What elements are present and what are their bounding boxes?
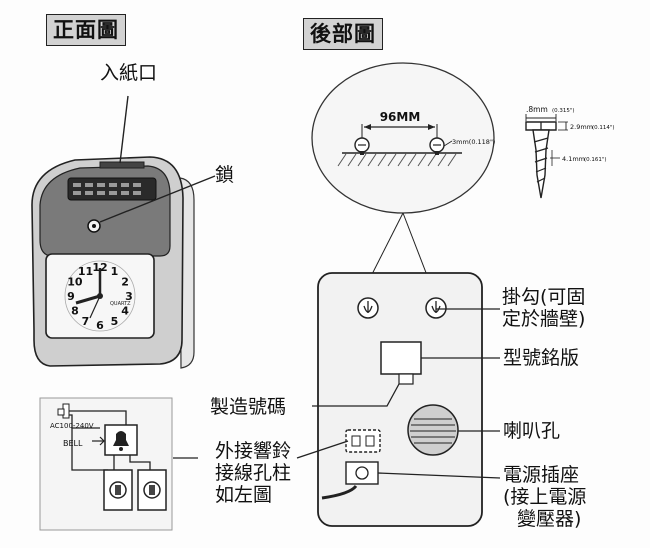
- screw-shank-inch: (0.161"): [584, 157, 607, 163]
- screw-head-inch: (0.315"): [552, 108, 575, 114]
- dial-brand: QUARTZ: [110, 301, 131, 307]
- dial-number: 9: [67, 290, 75, 303]
- dial-number: 6: [96, 319, 104, 332]
- screw-gap-dimension: 3mm(0.118"): [452, 138, 495, 146]
- bell-terminal: [345, 429, 381, 453]
- screw-shank-dim: 4.1mm: [562, 155, 585, 163]
- screw-detail: .8mm (0.315") 2.9mm (0.114") 4.1mm (0.16…: [525, 105, 615, 199]
- dial-number: 12: [92, 261, 107, 274]
- hook-label: 掛勾(可固 定於牆壁): [502, 286, 586, 330]
- screw-neck-dim: 2.9mm: [570, 123, 593, 131]
- spacing-dimension: 96MM: [380, 110, 421, 124]
- hook-detail: 96MM 3mm(0.118"): [311, 62, 495, 214]
- dial-number: 5: [111, 315, 119, 328]
- wiring-bell-label: BELL: [63, 439, 83, 448]
- dial-number: 7: [82, 315, 90, 328]
- rear-view-heading: 後部圖: [303, 18, 383, 50]
- dial-number: 11: [78, 265, 93, 278]
- model-nameplate: [380, 341, 422, 375]
- dial-number: 1: [111, 265, 119, 278]
- screw-neck-inch: (0.114"): [592, 125, 615, 131]
- front-view-heading: 正面圖: [46, 14, 126, 46]
- dial-number: 10: [67, 276, 83, 289]
- dial-number: 3: [125, 290, 133, 303]
- dial-number: 8: [71, 305, 79, 318]
- time-clock-rear: [317, 272, 483, 527]
- bell-terminal-label: 外接響鈴 接線孔柱 如左圖: [215, 440, 292, 506]
- nameplate-label: 型號銘版: [503, 347, 580, 369]
- speaker-label: 喇叭孔: [503, 420, 561, 442]
- dial-number: 4: [121, 305, 129, 318]
- speaker-grille: [407, 404, 459, 456]
- power-socket-label: 電源插座 (接上電源 變壓器): [503, 464, 587, 530]
- wiring-supply-label: AC100-240V: [50, 422, 94, 430]
- serial-label: 製造號碼: [210, 396, 287, 418]
- screw-head-dim: .8mm: [526, 105, 548, 114]
- lock-label: 鎖: [215, 164, 235, 186]
- hour-hand: [75, 294, 101, 305]
- dial-number: 2: [121, 276, 129, 289]
- paper-slot-label: 入紙口: [100, 62, 158, 84]
- wiring-diagram: AC100-240V BELL: [39, 397, 198, 531]
